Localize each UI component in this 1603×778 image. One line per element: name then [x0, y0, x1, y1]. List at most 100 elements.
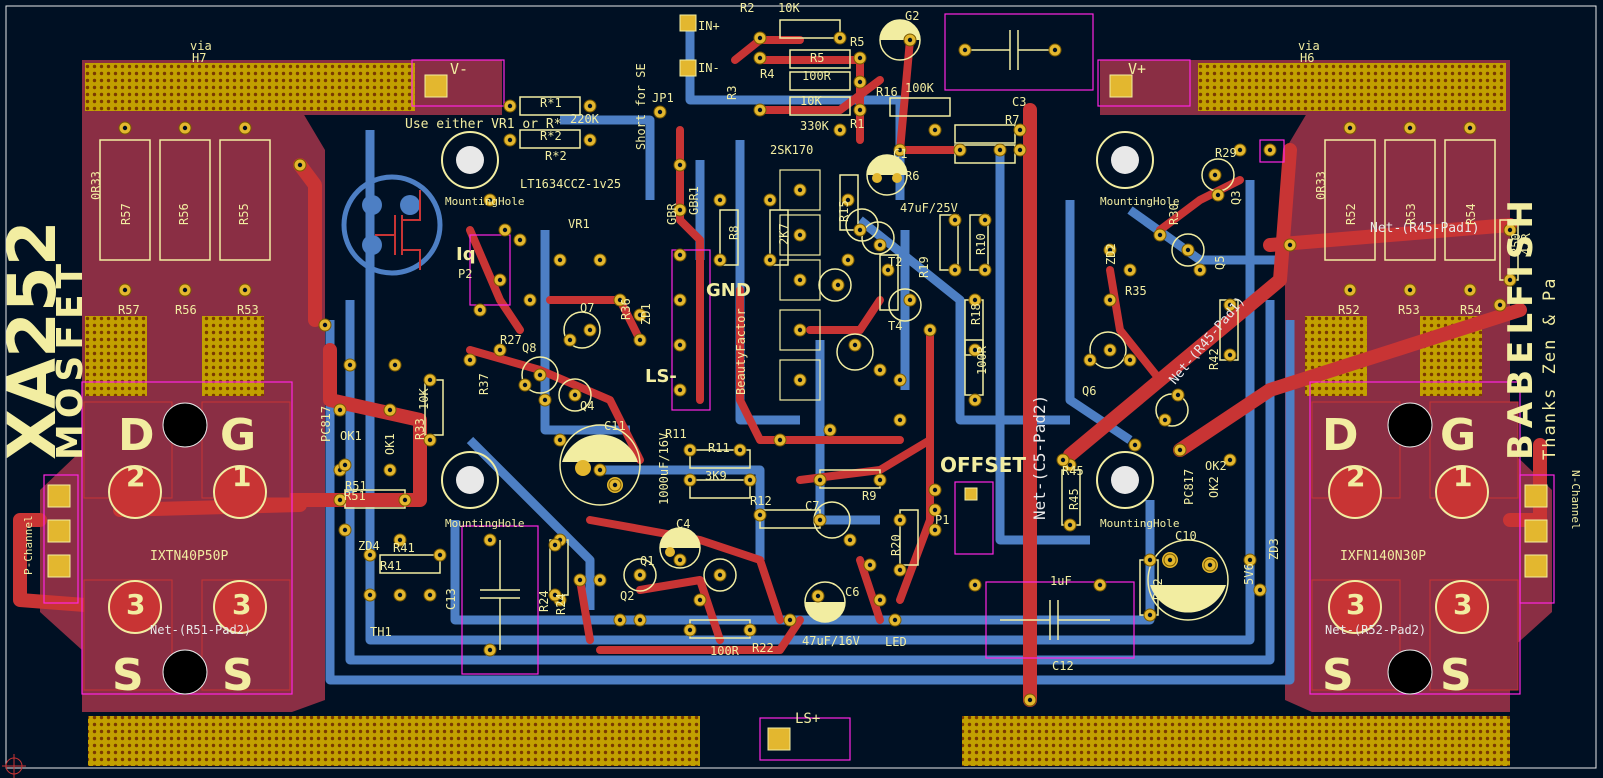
- label-r51b: R51: [345, 479, 367, 493]
- ls-plus-label: LS+: [795, 711, 820, 727]
- label-m4: MountingHole: [1100, 517, 1179, 530]
- label-c11: C11: [604, 419, 626, 433]
- via-drill: [397, 537, 403, 543]
- pad-left-n2: 2: [126, 460, 145, 493]
- via-drill: [1227, 302, 1233, 308]
- net-r45-pad1: Net-(R45-Pad1): [1370, 221, 1480, 236]
- label-gbr: GBR: [665, 203, 679, 225]
- silk-resistor-outlines: [99, 19, 1519, 639]
- label-r2: R2: [740, 1, 754, 15]
- via-drill: [907, 37, 913, 43]
- via-drill: [517, 237, 523, 243]
- via-drill: [677, 162, 683, 168]
- via-drill: [817, 477, 823, 483]
- via-drill: [577, 577, 583, 583]
- via-drill: [1107, 247, 1113, 253]
- via-drill: [677, 297, 683, 303]
- via-drill: [1017, 147, 1023, 153]
- label-r33v: 10K: [417, 388, 431, 410]
- pad-left-n3a: 3: [126, 588, 145, 621]
- label-r8v: 2K7: [777, 223, 791, 245]
- label-r18: R18: [969, 303, 983, 325]
- label-r8: R8: [727, 226, 741, 240]
- pad-left-d: D: [118, 410, 155, 461]
- via-drill: [322, 322, 328, 328]
- label-r16: R16: [876, 85, 898, 99]
- label-r12v: 3K9: [705, 469, 727, 483]
- via-drill: [885, 267, 891, 273]
- via-drill: [1207, 562, 1213, 568]
- via-drill: [797, 187, 803, 193]
- via-drill: [427, 377, 433, 383]
- via-drill: [1267, 147, 1273, 153]
- via-drill: [552, 542, 558, 548]
- label-q3: Q3: [1229, 191, 1243, 205]
- via-drill: [367, 592, 373, 598]
- pad-right-d: D: [1322, 410, 1359, 461]
- board-outline: [5, 5, 1597, 769]
- via-drill: [1147, 557, 1153, 563]
- label-r51: R51: [344, 489, 366, 503]
- short-note: Short for SE: [634, 63, 648, 150]
- via-drill: [1237, 147, 1243, 153]
- front-copper-signal-traces: [466, 36, 1244, 654]
- label-bf: BeautyFactor: [734, 308, 748, 395]
- via-drill: [522, 382, 528, 388]
- via-drill: [1467, 125, 1473, 131]
- via-drill: [1157, 232, 1163, 238]
- label-g2: G2: [905, 9, 919, 23]
- label-r52b: R52: [1338, 303, 1360, 317]
- label-r42: R42: [1207, 348, 1221, 370]
- via-drill: [637, 312, 643, 318]
- via-drill: [617, 297, 623, 303]
- via-drill: [897, 377, 903, 383]
- mosfet-symbol-logo: [341, 174, 443, 276]
- label-gbr1: GBR1: [687, 186, 701, 215]
- via-drill: [982, 267, 988, 273]
- label-r22v: 100R: [710, 644, 740, 658]
- label-q1: Q1: [640, 554, 654, 568]
- label-zd1: ZD1: [639, 303, 653, 325]
- label-r6: R6: [905, 169, 919, 183]
- via-drill: [837, 127, 843, 133]
- mosfet-left-pads: [83, 401, 291, 695]
- via-drill: [962, 47, 968, 53]
- via-drill: [857, 227, 863, 233]
- label-r27: R27: [500, 333, 522, 347]
- via-drill: [637, 337, 643, 343]
- label-m1: MountingHole: [445, 195, 524, 208]
- via-drill: [1067, 522, 1073, 528]
- label-r2c: R*2: [545, 149, 567, 163]
- origin-marker: [2, 754, 26, 778]
- label-r1v: 330K: [800, 119, 830, 133]
- via-drill: [952, 267, 958, 273]
- via-drill: [1257, 587, 1263, 593]
- via-drill: [737, 447, 743, 453]
- via-drill: [1507, 277, 1513, 283]
- via-drill: [437, 552, 443, 558]
- via-drill: [122, 125, 128, 131]
- ch-p: P-Channel: [22, 515, 35, 575]
- via-drill: [972, 397, 978, 403]
- via-drill: [617, 617, 623, 623]
- label-r10k: 10K: [800, 94, 822, 108]
- label-c7: C7: [805, 499, 819, 513]
- pad-right-s1: S: [1322, 650, 1354, 701]
- label-q7: Q7: [580, 301, 594, 315]
- via-drill: [1127, 267, 1133, 273]
- via-drill: [1467, 287, 1473, 293]
- label-nl2: Net-(R51-Pad2): [150, 623, 251, 637]
- label-c12v: 1uF: [1050, 574, 1072, 588]
- via-drill: [1132, 442, 1138, 448]
- via-drill: [1287, 242, 1293, 248]
- via-drill: [1175, 392, 1181, 398]
- label-r50: R50: [1509, 233, 1523, 255]
- label-r50v: 47R: [1519, 233, 1533, 255]
- via-drill: [857, 79, 863, 85]
- courtyard-outlines: [43, 13, 1555, 761]
- via-drill: [717, 257, 723, 263]
- label-r4: R4: [760, 67, 774, 81]
- label-r56: R56: [177, 203, 191, 225]
- via-drill: [367, 552, 373, 558]
